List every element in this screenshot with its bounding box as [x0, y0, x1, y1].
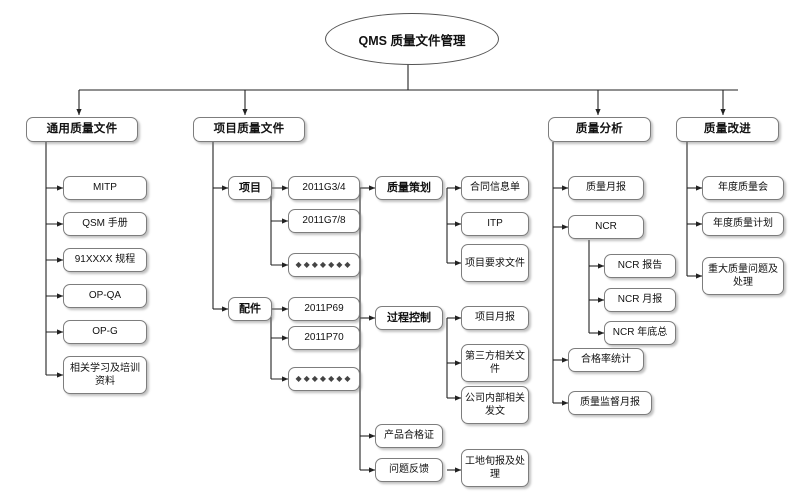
analysis-item-pass-rate[interactable]: 合格率统计 [568, 348, 644, 372]
node-label: NCR [595, 221, 617, 233]
control-item-third-party-docs[interactable]: 第三方相关文件 [461, 344, 529, 382]
level1-label: 质量分析 [575, 122, 624, 135]
node-label: 项目要求文件 [465, 257, 525, 269]
part-item-2011p69[interactable]: 2011P69 [288, 297, 360, 321]
project-item-2011g78[interactable]: 2011G7/8 [288, 209, 360, 233]
node-label: 配件 [239, 302, 261, 315]
node-label: 第三方相关文件 [465, 351, 525, 375]
node-label: 项目 [239, 181, 261, 194]
stage-product-certificate[interactable]: 产品合格证 [375, 424, 443, 448]
part-item-2011p70[interactable]: 2011P70 [288, 326, 360, 350]
node-label: NCR 月报 [617, 294, 663, 306]
control-item-internal-docs[interactable]: 公司内部相关发文 [461, 386, 529, 424]
analysis-item-quality-monthly[interactable]: 质量月报 [568, 176, 644, 200]
node-label: OP-QA [88, 290, 122, 302]
node-label: 问题反馈 [389, 464, 429, 476]
analysis-item-ncr[interactable]: NCR [568, 215, 644, 239]
node-label: 工地旬报及处理 [465, 456, 525, 480]
control-item-project-monthly[interactable]: 项目月报 [461, 306, 529, 330]
stage-quality-planning[interactable]: 质量策划 [375, 176, 443, 200]
level1-node-improvement[interactable]: 质量改进 [676, 117, 779, 142]
node-label: 项目月报 [475, 312, 515, 324]
node-label: 2011P69 [304, 303, 344, 315]
improvement-item-annual-plan[interactable]: 年度质量计划 [702, 212, 784, 236]
node-label: ◆◆◆◆◆◆◆ [295, 374, 353, 384]
node-label: 质量监督月报 [580, 397, 640, 409]
general-doc-91xxxx[interactable]: 91XXXX 规程 [63, 248, 147, 272]
general-doc-mitp[interactable]: MITP [63, 176, 147, 200]
node-label: 91XXXX 规程 [74, 254, 136, 266]
node-label: 公司内部相关发文 [465, 393, 525, 417]
improvement-item-annual-meeting[interactable]: 年度质量会 [702, 176, 784, 200]
general-doc-training[interactable]: 相关学习及培训资料 [63, 356, 147, 394]
root-node-label: QMS 质量文件管理 [358, 33, 466, 48]
node-label: 合同信息单 [470, 182, 520, 194]
improvement-item-major-issues[interactable]: 重大质量问题及处理 [702, 257, 784, 295]
project-item-2011g34[interactable]: 2011G3/4 [288, 176, 360, 200]
node-label: 年度质量会 [718, 182, 768, 194]
project-item-placeholder[interactable]: ◆◆◆◆◆◆◆ [288, 253, 360, 277]
general-doc-op-g[interactable]: OP-G [63, 320, 147, 344]
stage-issue-feedback[interactable]: 问题反馈 [375, 458, 443, 482]
level1-node-general[interactable]: 通用质量文件 [26, 117, 138, 142]
planning-item-project-requirements[interactable]: 项目要求文件 [461, 244, 529, 282]
feedback-item-site-report[interactable]: 工地旬报及处理 [461, 449, 529, 487]
node-label: ◆◆◆◆◆◆◆ [295, 260, 353, 270]
node-label: NCR 年底总 [612, 327, 668, 339]
node-label: 2011G7/8 [302, 215, 346, 227]
planning-item-contract-info[interactable]: 合同信息单 [461, 176, 529, 200]
node-label: 质量策划 [387, 181, 431, 194]
node-label: 质量月报 [586, 182, 626, 194]
node-label: QSM 手册 [82, 218, 128, 230]
node-label: 过程控制 [387, 311, 431, 324]
ncr-item-monthly[interactable]: NCR 月报 [604, 288, 676, 312]
level1-node-analysis[interactable]: 质量分析 [548, 117, 651, 142]
node-label: 2011G3/4 [302, 182, 346, 194]
node-label: 合格率统计 [581, 354, 631, 366]
stage-process-control[interactable]: 过程控制 [375, 306, 443, 330]
planning-item-itp[interactable]: ITP [461, 212, 529, 236]
level1-label: 质量改进 [703, 122, 752, 135]
node-label: OP-G [92, 326, 118, 338]
node-label: 年度质量计划 [713, 218, 773, 230]
part-item-placeholder[interactable]: ◆◆◆◆◆◆◆ [288, 367, 360, 391]
general-doc-op-qa[interactable]: OP-QA [63, 284, 147, 308]
general-doc-qsm[interactable]: QSM 手册 [63, 212, 147, 236]
root-node[interactable]: QMS 质量文件管理 [325, 13, 499, 65]
node-label: 2011P70 [304, 332, 344, 344]
level1-node-project[interactable]: 项目质量文件 [193, 117, 305, 142]
node-label: 相关学习及培训资料 [70, 363, 140, 387]
node-label: 重大质量问题及处理 [708, 264, 778, 288]
node-label: NCR 报告 [617, 260, 663, 272]
project-group-project[interactable]: 项目 [228, 176, 272, 200]
project-group-parts[interactable]: 配件 [228, 297, 272, 321]
level1-label: 项目质量文件 [213, 122, 285, 135]
ncr-item-year-end[interactable]: NCR 年底总 [604, 321, 676, 345]
node-label: MITP [93, 182, 117, 194]
node-label: 产品合格证 [384, 430, 434, 442]
ncr-item-report[interactable]: NCR 报告 [604, 254, 676, 278]
node-label: ITP [487, 218, 503, 230]
level1-label: 通用质量文件 [46, 122, 118, 135]
analysis-item-supervision-monthly[interactable]: 质量监督月报 [568, 391, 652, 415]
